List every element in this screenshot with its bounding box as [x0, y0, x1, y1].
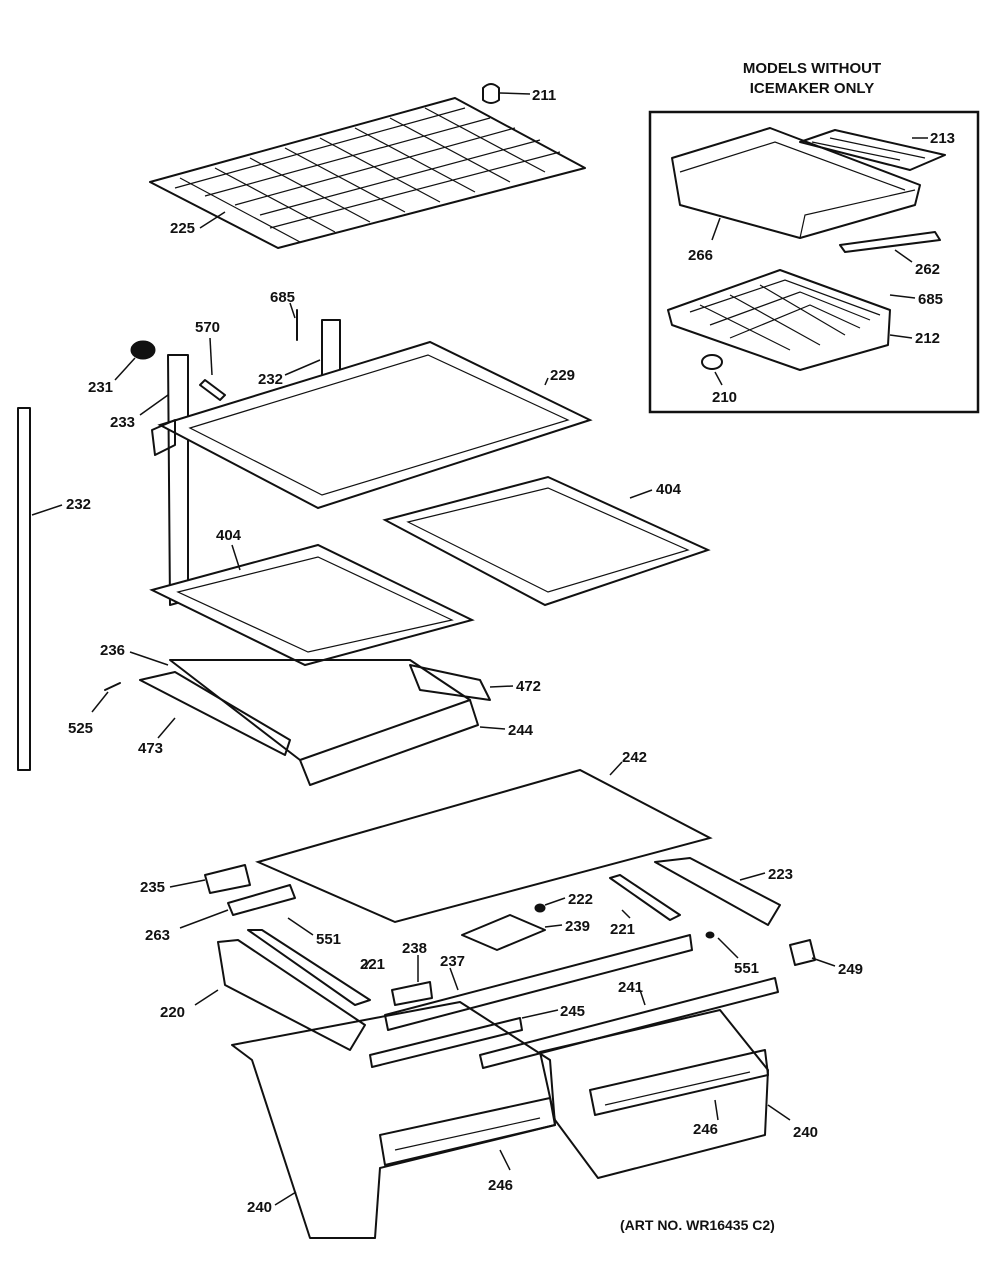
inset-models-without-icemaker: MODELS WITHOUT ICEMAKER ONLY 213 266: [648, 60, 980, 414]
ice-rail-part: [839, 231, 941, 253]
label-404-left: 404: [216, 527, 242, 544]
label-212: 212: [915, 330, 940, 347]
screw-525-part: [104, 682, 121, 691]
label-235: 235: [140, 879, 165, 896]
label-551-left: 551: [316, 931, 341, 948]
glass-shelf-229-part: [151, 340, 593, 510]
crisper-drawer-right-part: [539, 1009, 769, 1179]
bracket-220-part: [217, 939, 366, 1051]
label-232-upper: 232: [258, 371, 283, 388]
label-237: 237: [440, 953, 465, 970]
inset-heading-line2: ICEMAKER ONLY: [750, 80, 874, 97]
crisper-cover-glass-part: [255, 768, 713, 924]
part-238: [391, 981, 433, 1006]
ice-bucket-cover-part: [799, 129, 946, 171]
label-551-right: 551: [734, 960, 759, 977]
label-222: 222: [568, 891, 593, 908]
rail-245-part: [369, 1017, 523, 1068]
label-244: 244: [508, 722, 534, 739]
rail-241-part: [479, 977, 779, 1069]
rail-232-long-part: [17, 407, 31, 771]
ice-tray-support-part: [667, 269, 891, 371]
label-570: 570: [195, 319, 220, 336]
rail-237-part: [384, 934, 693, 1031]
crisper-drawer-left-part: [231, 1001, 556, 1239]
label-246-right: 246: [693, 1121, 718, 1138]
label-229: 229: [550, 367, 575, 384]
label-210: 210: [712, 389, 737, 406]
screw-570-part: [199, 379, 226, 401]
label-249: 249: [838, 961, 863, 978]
glass-shelf-404-left-part: [149, 543, 475, 667]
label-239: 239: [565, 918, 590, 935]
label-241: 241: [618, 979, 643, 996]
label-246-left: 246: [488, 1177, 513, 1194]
label-240-left: 240: [247, 1199, 272, 1216]
support-223-part: [654, 857, 781, 926]
label-266: 266: [688, 247, 713, 264]
art-number: (ART NO. WR16435 C2): [620, 1217, 775, 1233]
bracket-263-part: [227, 884, 296, 916]
label-685-inset: 685: [918, 291, 943, 308]
inset-heading-line1: MODELS WITHOUT: [743, 60, 881, 77]
label-242: 242: [622, 749, 647, 766]
label-236: 236: [100, 642, 125, 659]
label-238: 238: [402, 940, 427, 957]
label-685: 685: [270, 289, 295, 306]
inset-frame: [648, 110, 980, 414]
wire-shelf-part: [149, 97, 586, 249]
stop-231-part: [130, 340, 156, 360]
ice-bucket-part: [671, 127, 921, 239]
ice-knob-part: [701, 354, 723, 370]
slide-221-left-part: [247, 929, 371, 1006]
slide-221-right-part: [609, 874, 681, 921]
label-225: 225: [170, 220, 195, 237]
label-221-right: 221: [610, 921, 635, 938]
label-525: 525: [68, 720, 93, 737]
label-472: 472: [516, 678, 541, 695]
label-233: 233: [110, 414, 135, 431]
label-220: 220: [160, 1004, 185, 1021]
bracket-235-part: [204, 864, 251, 894]
stop-249-part: [789, 939, 816, 966]
label-231: 231: [88, 379, 113, 396]
label-232-long: 232: [66, 496, 91, 513]
label-213: 213: [930, 130, 955, 147]
screw-222-part: [534, 903, 546, 913]
bracket-239-part: [461, 914, 546, 951]
label-223: 223: [768, 866, 793, 883]
screw-551-right-part: [705, 931, 715, 939]
label-404-right: 404: [656, 481, 682, 498]
label-263: 263: [145, 927, 170, 944]
label-211: 211: [532, 87, 556, 104]
label-240-right: 240: [793, 1124, 818, 1141]
label-473: 473: [138, 740, 163, 757]
label-221-left: 221: [360, 956, 385, 973]
meat-pan-assembly-part: [139, 659, 491, 786]
shelf-stop-part: [482, 83, 500, 104]
label-262: 262: [915, 261, 940, 278]
rail-233-part: [167, 354, 189, 606]
glass-shelf-404-right-part: [382, 475, 711, 607]
label-245: 245: [560, 1003, 585, 1020]
